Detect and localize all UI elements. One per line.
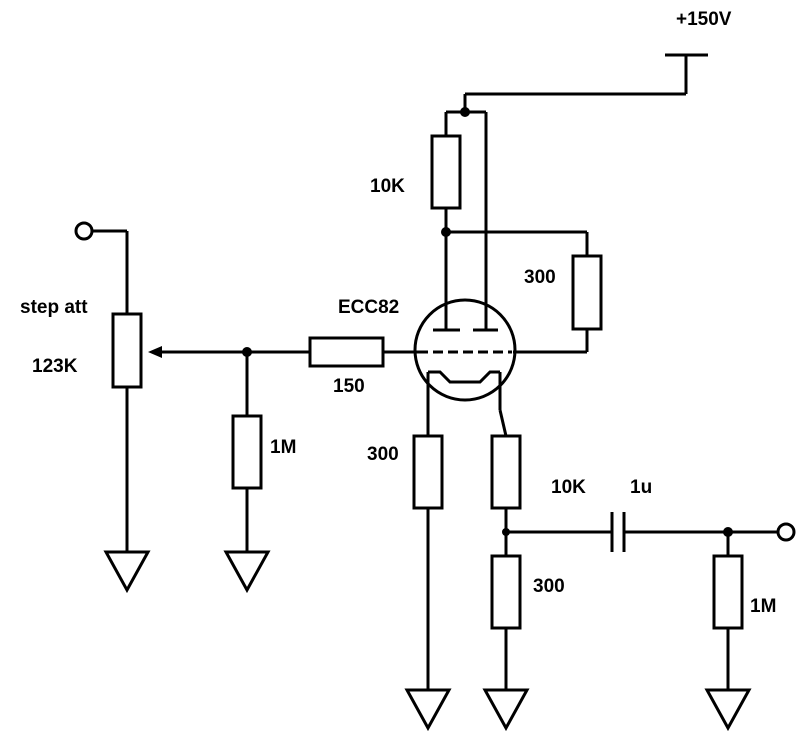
tube-ecc82	[413, 298, 517, 410]
step-attenuator	[74, 221, 143, 552]
junction-dot	[460, 107, 470, 117]
cathode-left-resistor	[412, 410, 444, 690]
attenuator-name-label: step att	[20, 297, 88, 318]
load-resistor	[490, 554, 522, 690]
grid-stopper-label: 150	[333, 376, 365, 397]
supply-label: +150V	[676, 9, 732, 30]
load-resistor-label: 300	[533, 576, 565, 597]
output-capacitor-label: 1u	[630, 477, 652, 498]
bias-resistor	[446, 230, 603, 354]
ground-symbol	[704, 688, 752, 732]
anode-resistor	[430, 112, 462, 330]
input-terminal	[74, 221, 94, 241]
output-capacitor	[506, 512, 778, 552]
grid-stopper-resistor	[148, 336, 418, 368]
output-resistor	[712, 532, 744, 690]
grid-leak-label: 1M	[270, 437, 296, 458]
supply-rail	[446, 53, 708, 117]
ground-symbol	[482, 688, 530, 732]
cathode-right-resistor	[490, 409, 522, 556]
output-terminal	[776, 522, 796, 542]
anode-resistor-label: 10K	[370, 176, 405, 197]
grid-leak-resistor	[231, 352, 263, 552]
bias-resistor-label: 300	[524, 267, 556, 288]
tube-label: ECC82	[338, 297, 399, 318]
ground-symbol	[103, 550, 151, 594]
ground-symbol	[223, 550, 271, 594]
output-resistor-label: 1M	[750, 596, 776, 617]
cathode-left-label: 300	[367, 444, 399, 465]
attenuator-value-label: 123K	[32, 356, 78, 377]
cathode-right-label: 10K	[551, 477, 586, 498]
ground-symbol	[404, 688, 452, 732]
